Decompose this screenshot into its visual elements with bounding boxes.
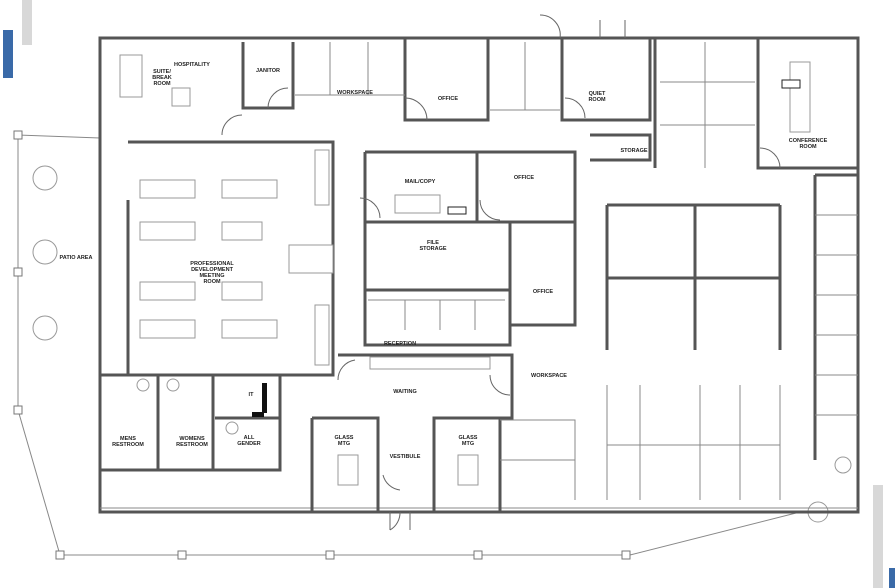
label-reception: RECEPTION [384,341,416,347]
label-file-storage: FILE [427,240,439,246]
label-womens-restroom: WOMENS [179,436,205,442]
label-suite-break: ROOM [153,81,171,87]
furniture [119,54,811,486]
side-bar-marker [873,485,883,588]
label-quiet-room: QUIET [589,91,606,97]
label-mens-restroom: RESTROOM [112,442,144,448]
interior-walls [100,38,858,512]
label-janitor: JANITOR [256,68,280,74]
label-vestibule: VESTIBULE [390,454,421,460]
label-all-gender: ALL [244,435,255,441]
label-glass-mtg: MTG [338,441,350,447]
label-quiet-room: ROOM [588,97,606,103]
label-glass-mtg: MTG [462,441,474,447]
exterior-wall [98,36,860,514]
label-hospitality: HOSPITALITY [174,62,210,68]
label-prof-dev: ROOM [203,279,221,285]
label-all-gender: GENDER [237,441,261,447]
label-office: OFFICE [514,175,534,181]
label-it: IT [249,392,255,398]
label-mail-copy: MAIL/COPY [405,179,436,185]
label-mens-restroom: MENS [120,436,136,442]
label-glass-mtg: GLASS [459,435,478,441]
label-prof-dev: MEETING [199,273,224,279]
label-waiting: WAITING [393,389,417,395]
room-labels: HOSPITALITY SUITE/ BREAK ROOM JANITOR WO… [60,62,828,460]
label-prof-dev: PROFESSIONAL [190,261,234,267]
label-workspace: WORKSPACE [337,90,373,96]
accent-bar-marker [3,30,13,78]
label-workspace: WORKSPACE [531,373,567,379]
label-prof-dev: DEVELOPMENT [191,267,234,273]
label-womens-restroom: RESTROOM [176,442,208,448]
label-office: OFFICE [438,96,458,102]
label-file-storage: STORAGE [419,246,446,252]
doors [221,14,781,531]
label-office: OFFICE [533,289,553,295]
label-storage: STORAGE [620,148,647,154]
side-bar-marker [22,0,32,45]
cubicles [295,42,858,500]
label-glass-mtg: GLASS [335,435,354,441]
label-suite-break: BREAK [152,75,172,81]
label-patio: PATIO AREA [60,255,93,261]
patio-area [13,130,852,560]
label-conference-room: CONFERENCE [789,138,828,144]
label-conference-room: ROOM [799,144,817,150]
label-suite-break: SUITE/ [153,69,171,75]
accent-bar-marker [889,568,895,588]
